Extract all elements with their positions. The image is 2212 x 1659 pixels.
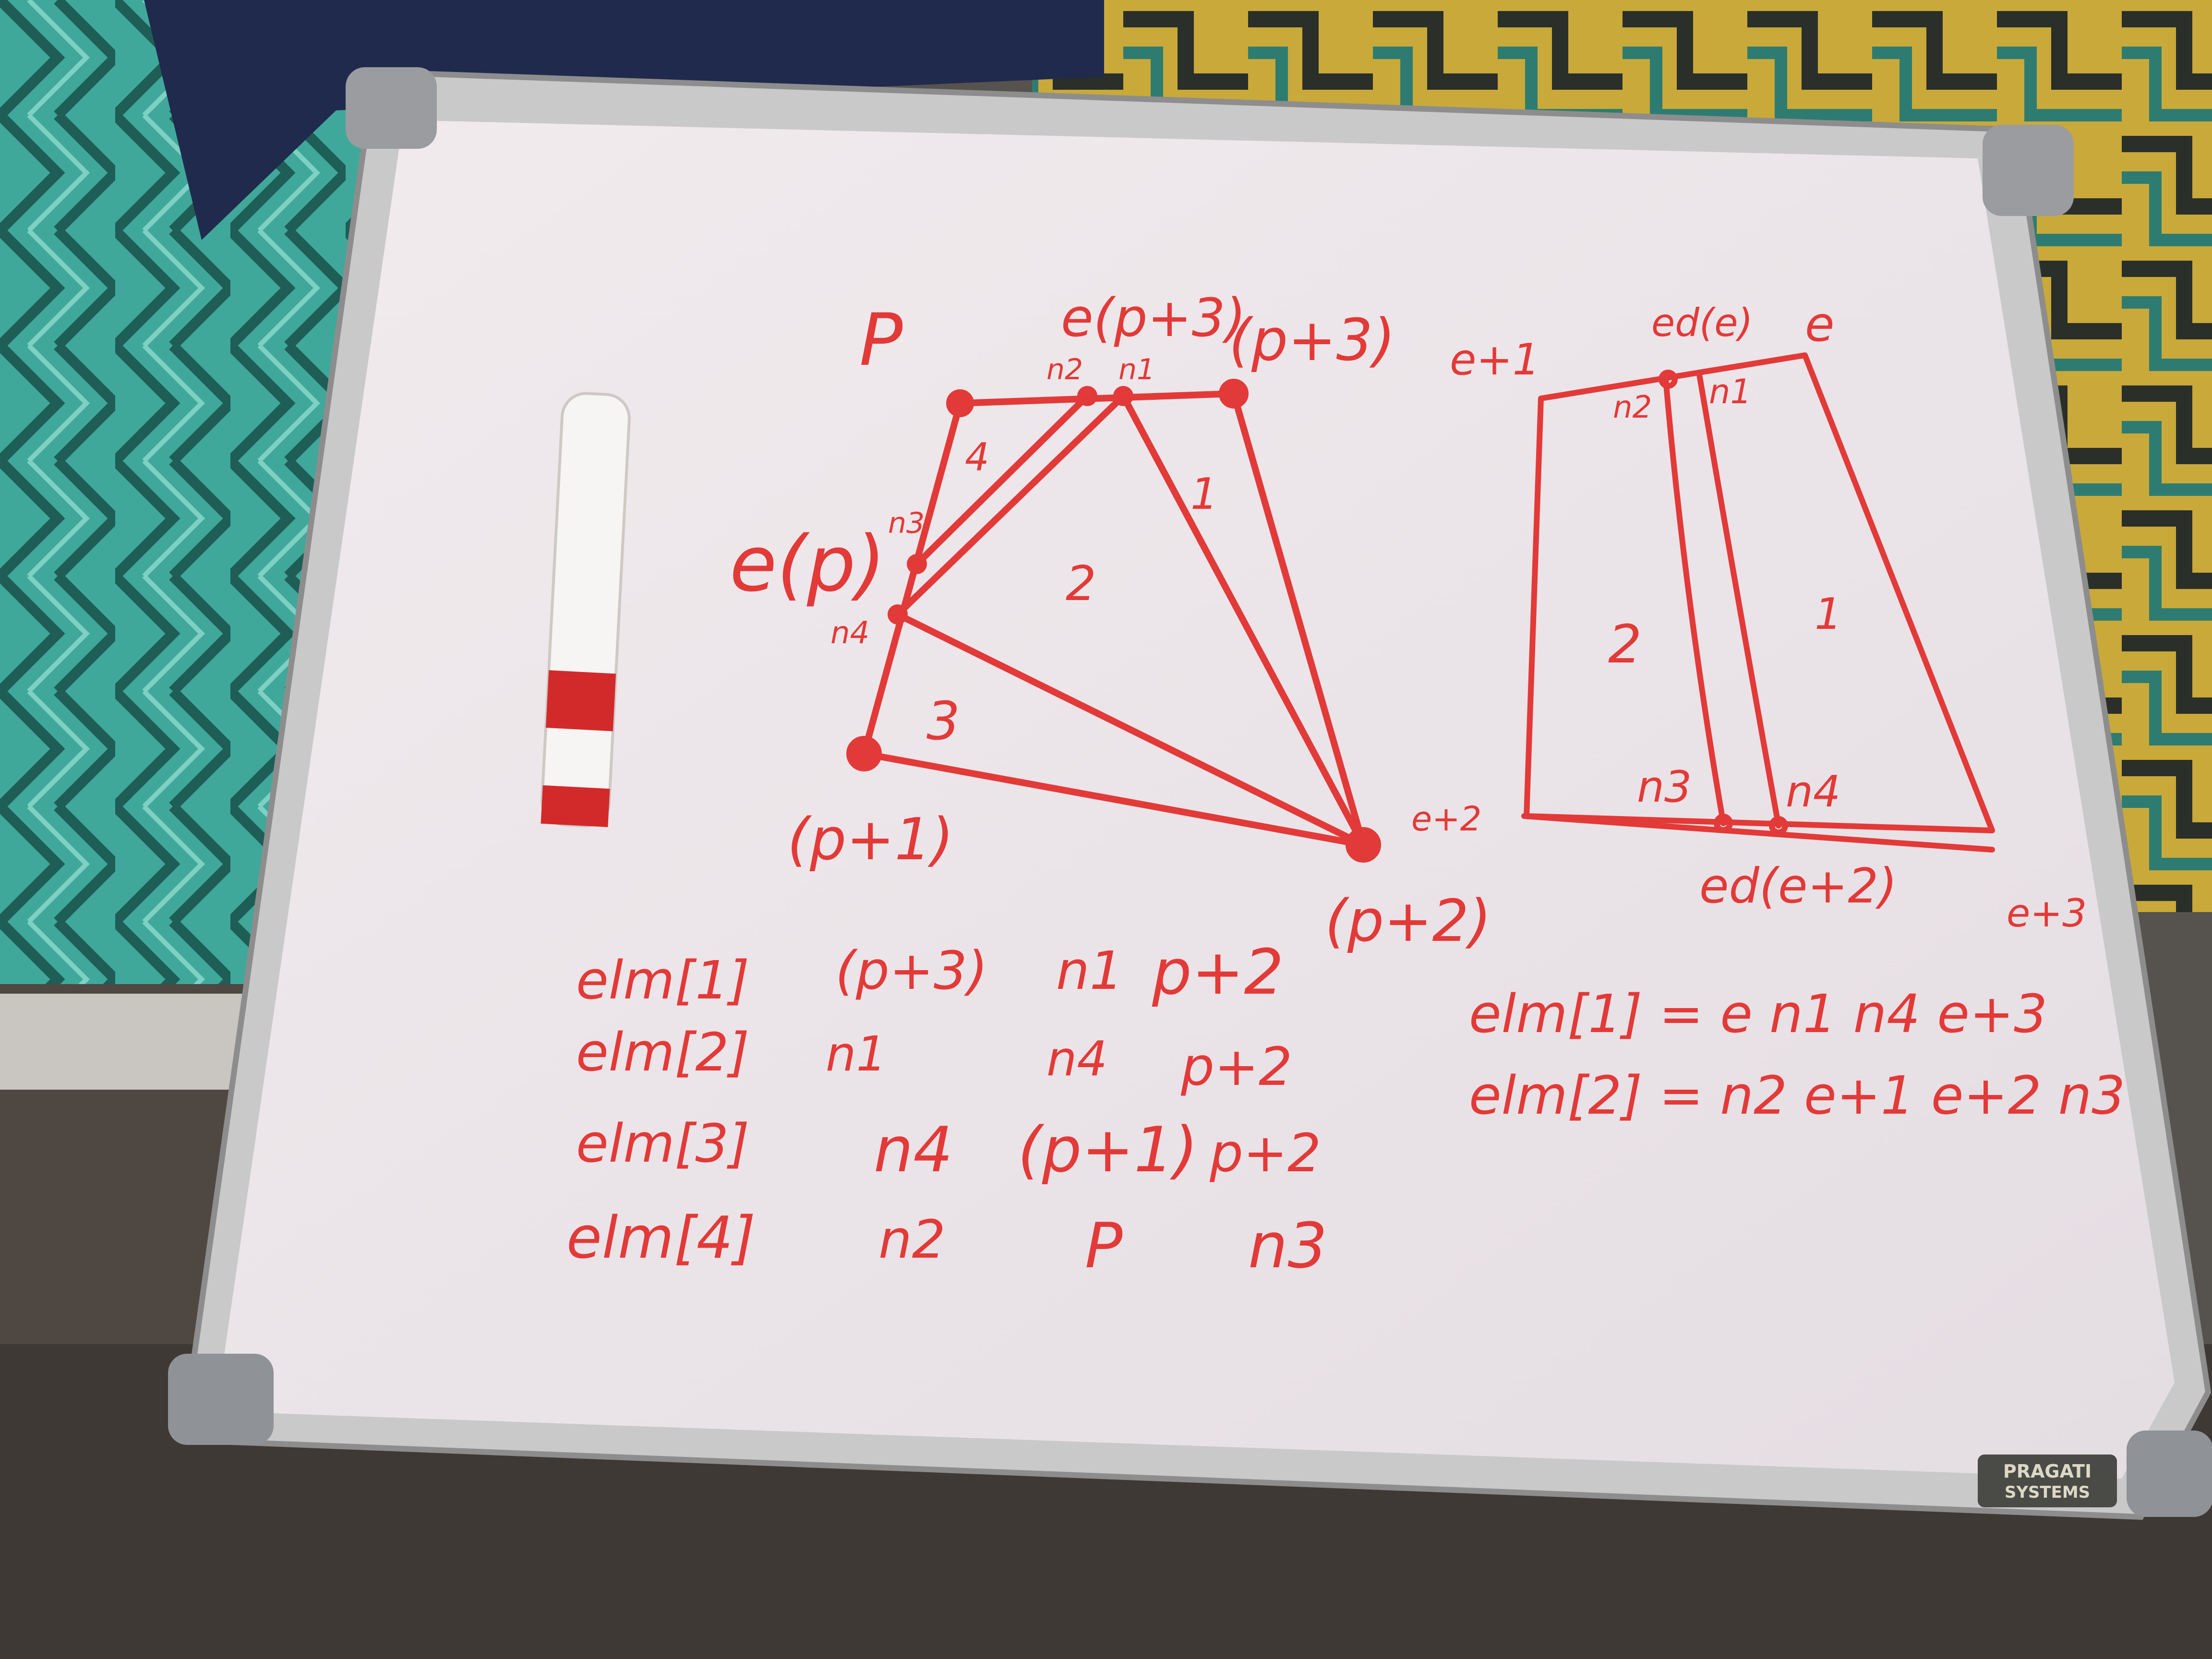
brand-line1: PRAGATI	[2003, 1461, 2092, 1482]
elm1-label: elm[1]	[576, 950, 749, 1011]
region-right-1: 1	[1815, 589, 1842, 639]
diagram-left	[846, 379, 1381, 863]
elm1-c2: n1	[1056, 940, 1123, 1001]
node-right-n4	[1769, 816, 1788, 835]
node-right-n3	[1714, 814, 1733, 833]
equation-elm2: elm[2] = n2 e+1 e+2 n3	[1469, 1065, 2125, 1126]
elm4-c3: n3	[1248, 1209, 1327, 1282]
elm2-label: elm[2]	[576, 1022, 749, 1083]
elm1-c1: (p+3)	[835, 940, 988, 1001]
label-n2: n2	[1046, 353, 1083, 386]
elm4-c1: n2	[878, 1209, 946, 1270]
right-quad-outline	[1524, 352, 1995, 833]
elm3-label: elm[3]	[576, 1113, 749, 1174]
label-e3: e+3	[2007, 891, 2087, 936]
node-p1	[846, 736, 882, 771]
elm4-label: elm[4]	[566, 1205, 756, 1272]
label-e1: e+1	[1450, 335, 1540, 385]
elm2-c1: n1	[826, 1026, 887, 1082]
label-e: e	[1805, 296, 1835, 352]
frame-corner-top-left	[346, 67, 437, 149]
frame-corner-bottom-right	[2127, 1431, 2212, 1517]
node-n3	[907, 554, 927, 574]
elm3-c1: n4	[874, 1113, 953, 1186]
node-p	[946, 389, 974, 417]
region-2: 2	[1066, 555, 1096, 612]
node-p2	[1346, 827, 1381, 863]
right-strip-left	[1663, 376, 1726, 826]
right-bottom-line	[1521, 813, 1995, 853]
brand-plate: PRAGATI SYSTEMS	[1978, 1455, 2117, 1507]
marker-pen[interactable]	[541, 392, 631, 828]
elm3-c3: p+2	[1209, 1122, 1321, 1184]
label-n1: n1	[1118, 353, 1155, 386]
diagram-right-labels: e+1 ed(e) e n2 n1 2 1 n3 n4 e+2 ed(e+2) …	[1411, 296, 2087, 936]
node-n2	[1077, 386, 1097, 406]
region-4: 4	[965, 435, 989, 480]
equation-elm1: elm[1] = e n1 n4 e+3	[1469, 983, 2047, 1045]
diagram-right	[1521, 352, 1995, 853]
region-right-2: 2	[1608, 613, 1642, 675]
left-diag-n4-p2	[894, 611, 1367, 848]
label-p2: (p+2)	[1325, 888, 1491, 955]
label-right-n4: n4	[1786, 767, 1840, 817]
frame-corner-top-right	[1983, 125, 2074, 216]
brand-line2: SYSTEMS	[2005, 1483, 2090, 1502]
elm4-c2: P	[1085, 1209, 1123, 1282]
label-right-n2: n2	[1613, 390, 1652, 425]
whiteboard: PRAGATI SYSTEMS	[168, 67, 2212, 1520]
node-n4	[888, 604, 908, 625]
left-triangle-2	[894, 393, 1367, 848]
node-right-n2	[1659, 370, 1678, 389]
label-n3: n3	[888, 506, 925, 540]
frame-corner-bottom-left	[168, 1354, 274, 1445]
element-table-left: elm[1] (p+3) n1 p+2 elm[2] n1 n4 p+2 elm…	[566, 936, 1327, 1282]
label-ed-e2: ed(e+2)	[1699, 858, 1897, 914]
label-e-p3: e(p+3)	[1061, 287, 1246, 349]
label-p3: (p+3)	[1229, 307, 1395, 374]
label-n4: n4	[830, 615, 869, 651]
equations-right: elm[1] = e n1 n4 e+3 elm[2] = n2 e+1 e+2…	[1469, 983, 2125, 1126]
label-e2: e+2	[1411, 799, 1481, 839]
left-strip-edge	[914, 393, 1091, 567]
diagram-left-labels: P e(p+3) (p+3) n2 n1 e(p) n3 n4 (p+1) (p…	[730, 287, 1491, 955]
label-p1: (p+1)	[787, 806, 954, 873]
right-strip-right	[1696, 372, 1781, 829]
node-n1	[1113, 386, 1133, 406]
region-3: 3	[926, 690, 960, 752]
elm1-c3: p+2	[1152, 936, 1284, 1009]
region-1: 1	[1190, 469, 1218, 519]
label-e-p: e(p)	[730, 519, 886, 609]
label-p: P	[859, 299, 903, 382]
label-right-n3: n3	[1637, 762, 1692, 812]
elm3-c2: (p+1)	[1018, 1113, 1198, 1186]
label-right-n1: n1	[1709, 372, 1752, 411]
elm2-c3: p+2	[1180, 1036, 1292, 1097]
node-p3	[1219, 379, 1249, 409]
label-ed-e: ed(e)	[1651, 301, 1753, 345]
elm2-c2: n4	[1046, 1031, 1107, 1087]
